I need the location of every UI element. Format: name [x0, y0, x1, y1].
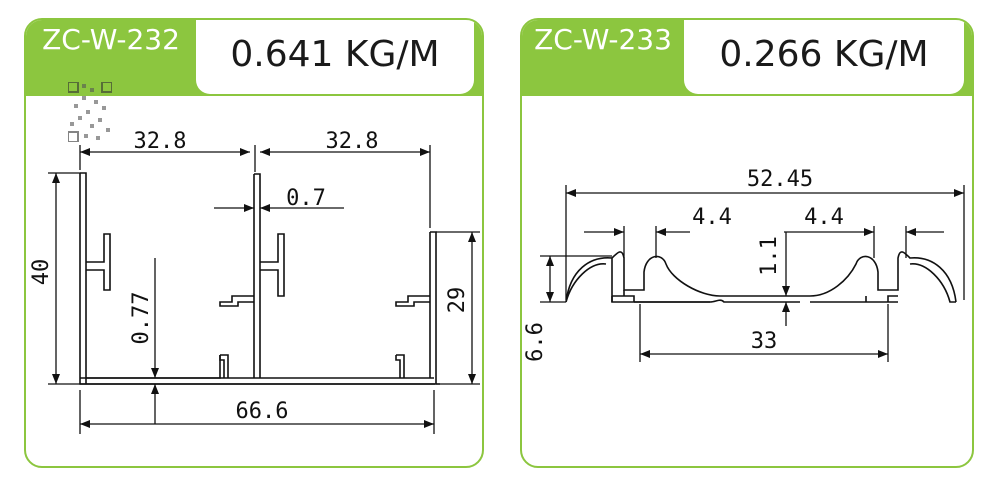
- dim-right-width: 32.8: [326, 129, 379, 154]
- dim-slot-left: 4.4: [692, 205, 732, 230]
- weight-box: 0.266 KG/M: [684, 20, 964, 94]
- profile-outline-233: [565, 251, 957, 303]
- dim-height: 6.6: [523, 322, 548, 362]
- dim-wall-thickness: 0.77: [129, 292, 154, 345]
- dim-inner-span: 33: [751, 329, 778, 354]
- weight-value: 0.641 KG/M: [230, 34, 440, 75]
- weight-value: 0.266 KG/M: [719, 34, 929, 75]
- dim-slot-right: 4.4: [804, 205, 844, 230]
- qr-code-icon: [68, 82, 112, 142]
- profile-card-zc-w-233: ZC-W-233 0.266 KG/M: [520, 18, 974, 468]
- dim-rib-thickness: 0.7: [286, 186, 326, 211]
- model-code: ZC-W-232: [42, 24, 180, 56]
- weight-box: 0.641 KG/M: [196, 20, 474, 94]
- dim-right-height: 29: [445, 287, 470, 314]
- model-code: ZC-W-233: [534, 24, 672, 56]
- dim-total-width: 66.6: [236, 399, 289, 424]
- dim-total-width: 52.45: [747, 167, 813, 192]
- dim-total-height: 40: [29, 259, 54, 286]
- dim-left-width: 32.8: [134, 129, 187, 154]
- dim-thickness: 1.1: [757, 236, 782, 276]
